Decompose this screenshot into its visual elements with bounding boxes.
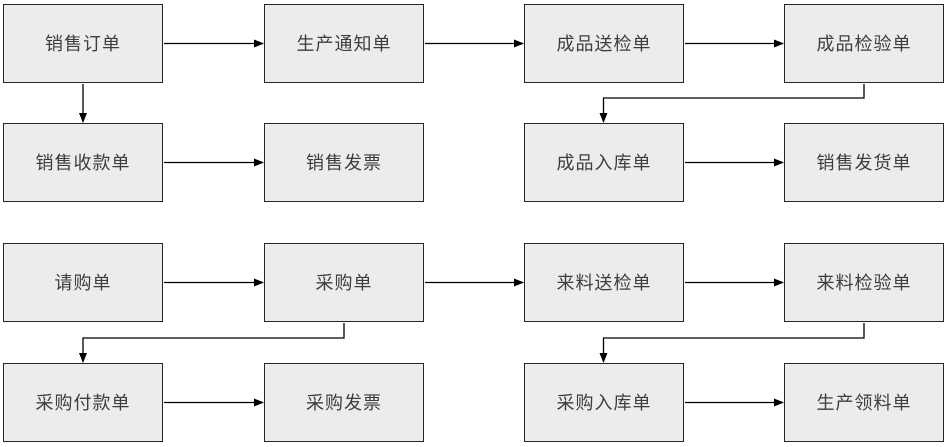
node-sales-receipt: 销售收款单	[3, 123, 163, 202]
node-purchase-invoice: 采购发票	[264, 363, 424, 442]
node-purchase-requisition: 请购单	[3, 243, 163, 322]
node-production-notice: 生产通知单	[264, 4, 424, 83]
node-production-material-requisition: 生产领料单	[784, 363, 944, 442]
edge-finished-goods-inspection-report-to-finished-goods-warehouse-receipt	[599, 84, 865, 123]
node-purchase-warehouse-receipt: 采购入库单	[524, 363, 684, 442]
node-finished-goods-inspection-report: 成品检验单	[784, 4, 944, 83]
node-sales-delivery-note: 销售发货单	[784, 123, 944, 202]
edge-incoming-material-inspection-report-to-purchase-warehouse-receipt	[599, 323, 865, 363]
node-purchase-payment: 采购付款单	[3, 363, 163, 442]
node-finished-goods-inspection-request: 成品送检单	[524, 4, 684, 83]
node-finished-goods-warehouse-receipt: 成品入库单	[524, 123, 684, 202]
node-incoming-material-inspection-report: 来料检验单	[784, 243, 944, 322]
edge-purchase-order-to-purchase-payment	[79, 323, 345, 363]
node-purchase-order: 采购单	[264, 243, 424, 322]
node-incoming-material-inspection-request: 来料送检单	[524, 243, 684, 322]
node-sales-order: 销售订单	[3, 4, 163, 83]
node-sales-invoice: 销售发票	[264, 123, 424, 202]
